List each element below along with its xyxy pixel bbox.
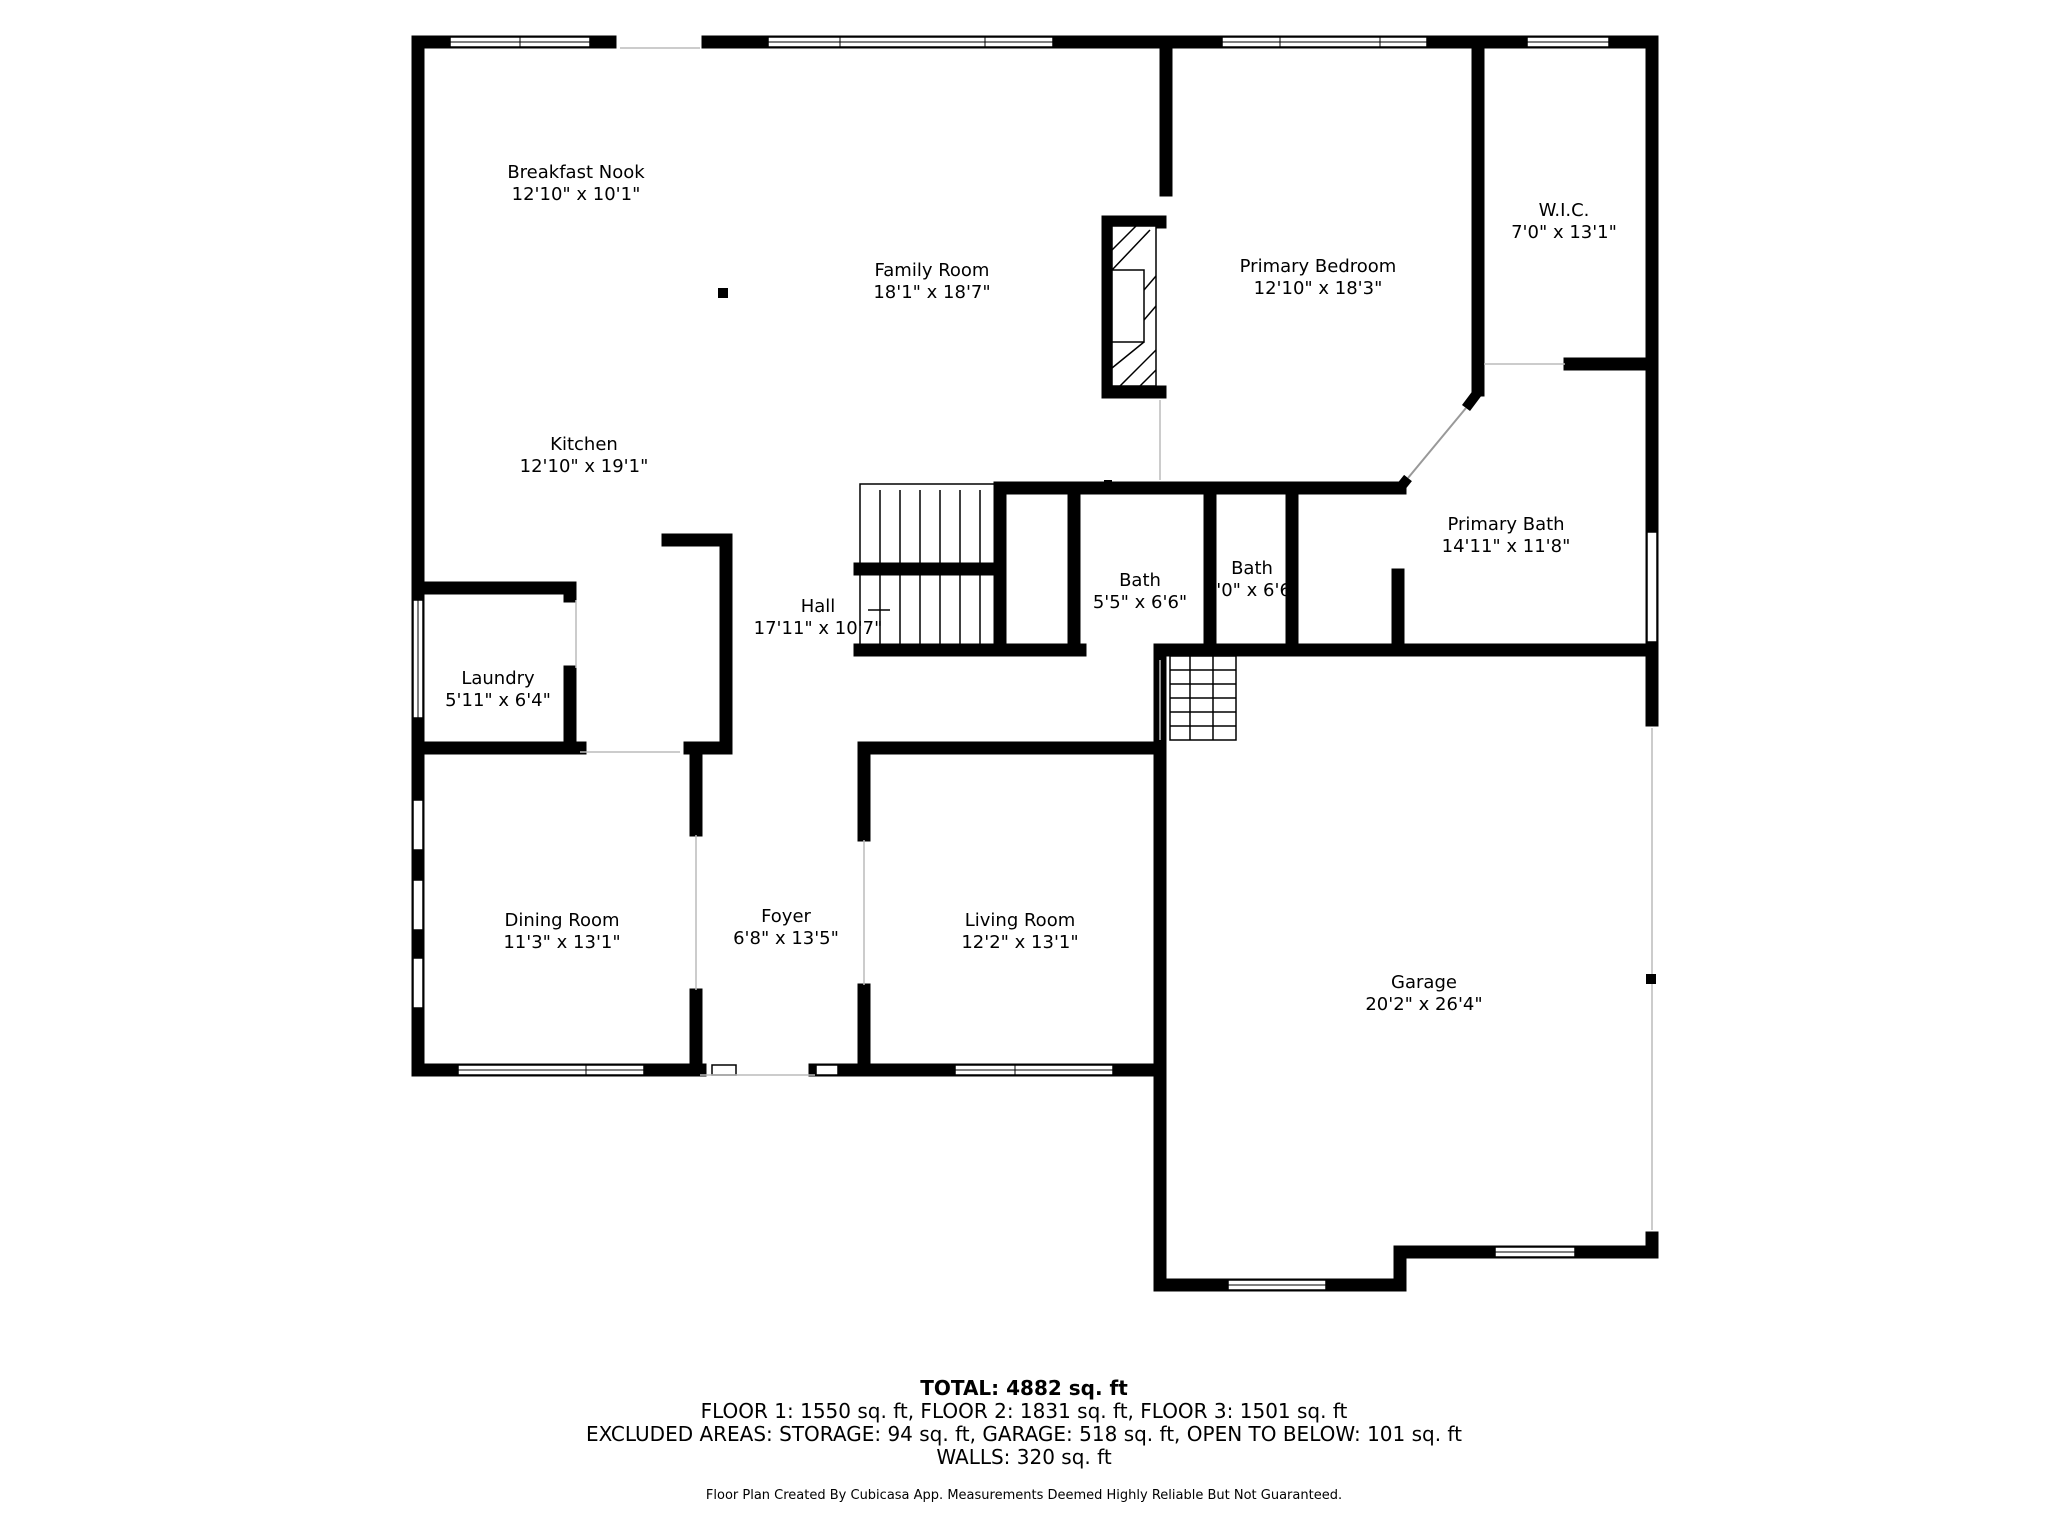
room-label: Foyer (761, 906, 811, 927)
room-label: Breakfast Nook (507, 162, 645, 183)
excluded-areas: EXCLUDED AREAS: STORAGE: 94 sq. ft, GARA… (586, 1422, 1462, 1446)
total-area: TOTAL: 4882 sq. ft (920, 1376, 1128, 1400)
room-label: Primary Bath (1447, 514, 1564, 535)
room-label: Dining Room (504, 910, 619, 931)
fireplace (1111, 225, 1157, 387)
stairs-main (859, 483, 1001, 647)
room-label: Primary Bedroom (1240, 256, 1397, 277)
walls-area: WALLS: 320 sq. ft (936, 1445, 1112, 1469)
room-size: 12'10" x 18'3" (1254, 278, 1383, 299)
diagonal-opening (1407, 407, 1467, 479)
windows (412, 36, 1658, 1291)
stairs-garage (1169, 655, 1237, 741)
room-label: Family Room (875, 260, 990, 281)
room-size: 5'5" x 6'6" (1093, 592, 1187, 613)
room-size: 20'2" x 26'4" (1365, 994, 1482, 1015)
walls (411, 35, 1659, 1292)
room-size: 12'10" x 10'1" (512, 184, 641, 205)
diagonal-wall (1396, 389, 1482, 492)
room-size: 18'1" x 18'7" (873, 282, 990, 303)
room-label: Bath (1119, 570, 1161, 591)
disclaimer: Floor Plan Created By Cubicasa App. Meas… (705, 1488, 1343, 1503)
room-size: 12'2" x 13'1" (961, 932, 1078, 953)
room-label: Bath (1231, 558, 1273, 579)
room-size: 11'3" x 13'1" (503, 932, 620, 953)
floor-areas: FLOOR 1: 1550 sq. ft, FLOOR 2: 1831 sq. … (700, 1399, 1348, 1423)
room-label: W.I.C. (1539, 200, 1590, 221)
room-size: 7'0" x 13'1" (1511, 222, 1617, 243)
room-size: 7'0" x 6'6" (1205, 580, 1299, 601)
room-label: Garage (1391, 972, 1457, 993)
room-size: 14'11" x 11'8" (1442, 536, 1571, 557)
room-label: Living Room (965, 910, 1076, 931)
room-size: 12'10" x 19'1" (520, 456, 649, 477)
room-size: 17'11" x 10'7" (754, 618, 883, 639)
room-size: 5'11" x 6'4" (445, 690, 551, 711)
room-label: Hall (801, 596, 836, 617)
room-labels: Breakfast Nook 12'10" x 10'1" Family Roo… (445, 162, 1617, 1015)
post-markers (718, 288, 1656, 984)
window-mullions (417, 37, 1609, 1286)
room-size: 6'8" x 13'5" (733, 928, 839, 949)
room-label: Kitchen (550, 434, 618, 455)
room-label: Laundry (461, 668, 535, 689)
